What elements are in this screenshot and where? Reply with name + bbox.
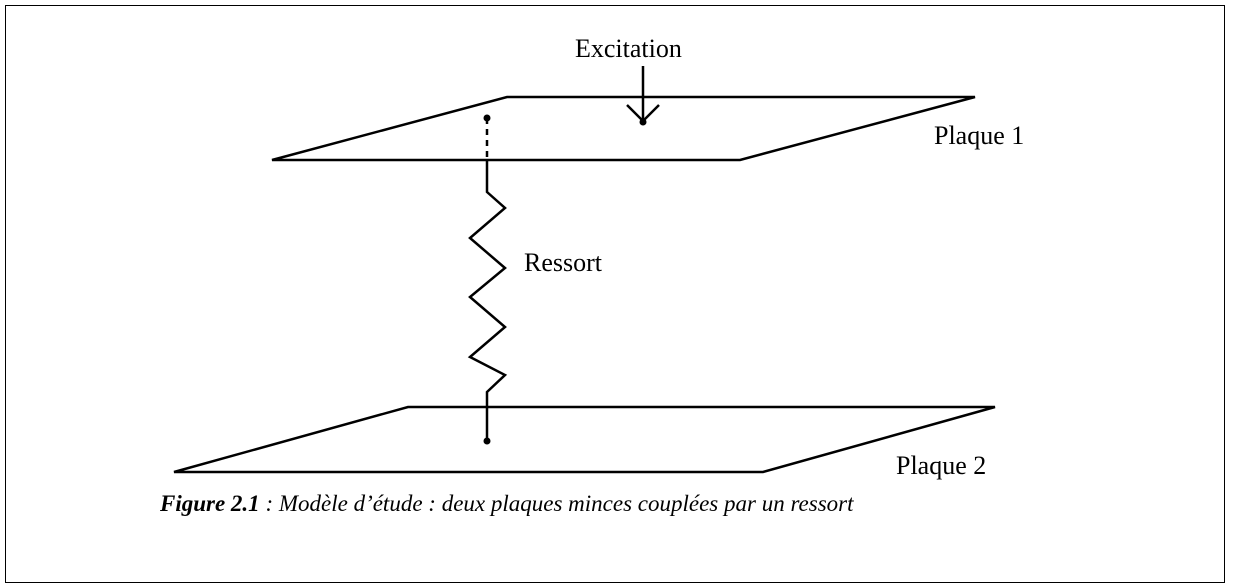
figure-number: Figure 2.1 (160, 491, 260, 516)
figure-frame (5, 5, 1225, 583)
plate-1-label: Plaque 1 (934, 121, 1025, 150)
spring-label: Ressort (524, 248, 602, 277)
spring-coil (467, 160, 508, 407)
caption-text: : Modèle d’étude : deux plaques minces c… (259, 491, 854, 516)
figure-caption: Figure 2.1 : Modèle d’étude : deux plaqu… (160, 492, 854, 515)
plate-1-shape (271, 95, 976, 162)
plate-2-shape (173, 405, 996, 474)
excitation-arrow (626, 66, 660, 126)
excitation-label: Excitation (575, 34, 682, 63)
plate-2-label: Plaque 2 (896, 451, 987, 480)
spring-bottom-attachment (483, 407, 491, 445)
spring-top-attachment (483, 114, 491, 160)
